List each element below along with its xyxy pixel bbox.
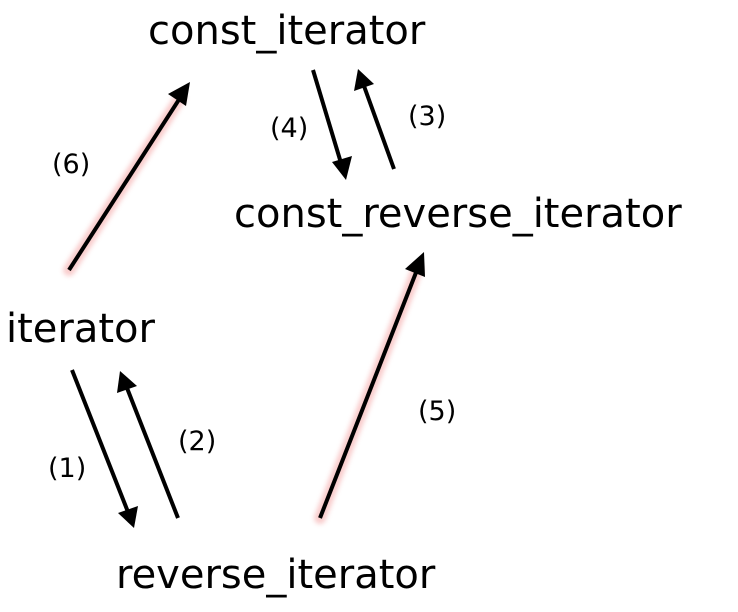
edge-3-arrowhead xyxy=(354,69,374,91)
node-reverse-iterator: reverse_iterator xyxy=(116,552,436,598)
edge-3-line xyxy=(362,85,396,170)
edge-6-arrow xyxy=(63,82,190,276)
edge-3-arrow xyxy=(354,69,396,170)
edge-1-label: (1) xyxy=(48,453,86,484)
edge-4-label: (4) xyxy=(270,113,308,144)
node-const-iterator: const_iterator xyxy=(148,8,426,54)
edge-4-line xyxy=(311,69,343,164)
edge-2-arrow xyxy=(117,371,180,519)
edge-4-arrowhead xyxy=(332,156,352,180)
edge-1-line xyxy=(70,369,130,513)
edge-2-line xyxy=(125,387,180,519)
edge-1-arrow xyxy=(70,369,138,528)
edge-4-arrow xyxy=(311,69,352,180)
edge-2-arrowhead xyxy=(117,371,137,393)
edge-3-label: (3) xyxy=(408,101,446,132)
edge-6-line xyxy=(67,96,182,272)
node-iterator: iterator xyxy=(6,306,156,352)
edge-5-label: (5) xyxy=(418,396,456,427)
edge-5-arrowhead xyxy=(405,252,425,277)
edge-6-arrowhead xyxy=(168,82,190,106)
edge-2-label: (2) xyxy=(178,426,216,457)
edge-1-arrowhead xyxy=(118,506,138,528)
node-const-reverse-iterator: const_reverse_iterator xyxy=(234,191,682,237)
edge-6-label: (6) xyxy=(52,149,90,180)
edge-5-line xyxy=(318,269,419,519)
edge-5-arrow xyxy=(314,252,425,524)
